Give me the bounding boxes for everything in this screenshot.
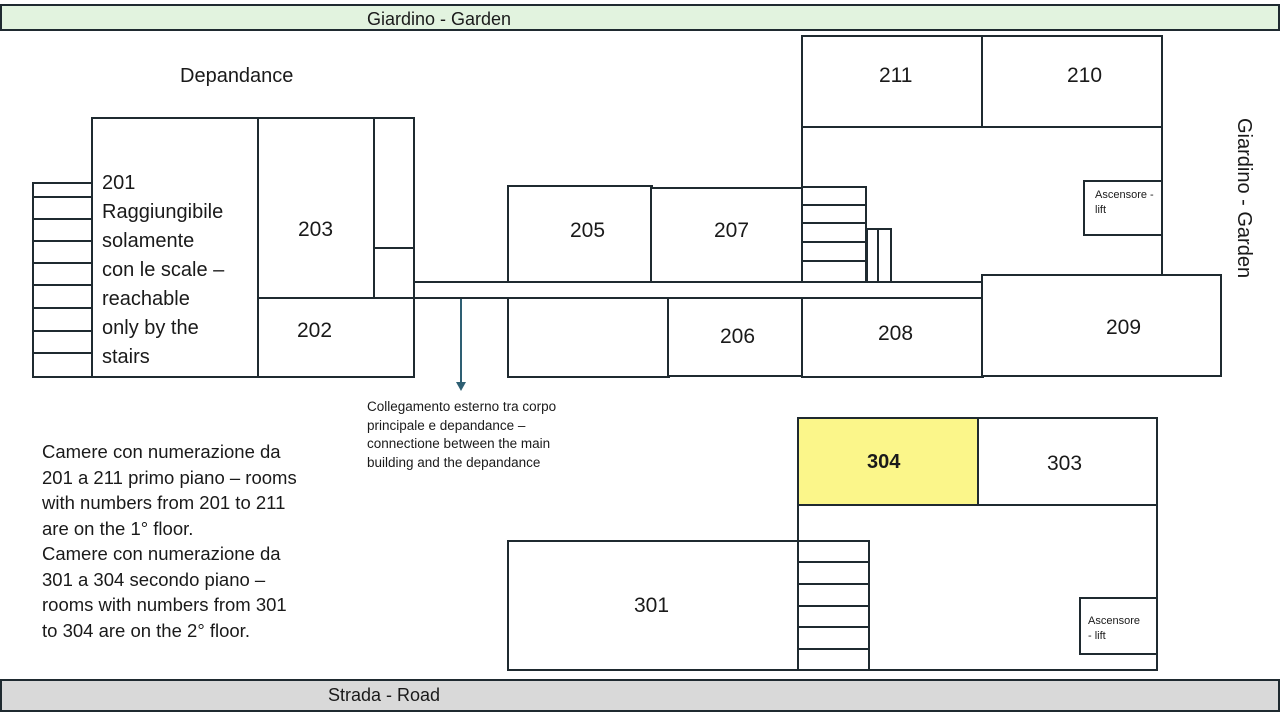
lift-upper: Ascensore - lift: [1083, 180, 1163, 236]
room-207: 207: [650, 187, 803, 283]
room-unnumbered: [507, 297, 670, 378]
garden-banner-top: Giardino - Garden: [0, 4, 1280, 31]
connection-note: Collegamento esterno tra corpo principal…: [367, 399, 557, 470]
room-210: 210: [981, 35, 1163, 128]
room-206: 206: [667, 297, 804, 377]
room-304: 304: [797, 417, 980, 506]
room-201: 201 Raggiungibile solamente con le scale…: [91, 117, 260, 378]
stair-landing: [866, 228, 892, 283]
room-211: 211: [801, 35, 984, 128]
road-banner-label: Strada - Road: [328, 685, 441, 705]
lift-lower: Ascensore - lift: [1079, 597, 1158, 655]
connection-arrow: [460, 299, 462, 383]
room-303: 303: [977, 417, 1158, 506]
road-banner: Strada - Road: [0, 679, 1280, 712]
garden-banner-top-label: Giardino - Garden: [367, 9, 512, 29]
connection-arrowhead: [456, 382, 466, 391]
staircase-dependance: [32, 182, 94, 378]
dependance-corridor: [373, 117, 415, 250]
staircase-main: [801, 186, 867, 283]
room-205: 205: [507, 185, 653, 283]
room-201-text: 201 Raggiungibile solamente con le scale…: [102, 172, 225, 368]
room-301: 301: [507, 540, 799, 671]
room-208: 208: [801, 297, 984, 378]
floor-note: Camere con numerazione da 201 a 211 prim…: [42, 441, 297, 641]
room-203: 203: [257, 117, 376, 300]
room-202: 202: [257, 297, 415, 378]
dependance-title: Depandance: [180, 65, 294, 87]
room-209: 209: [981, 274, 1222, 377]
dependance-landing: [373, 247, 415, 300]
